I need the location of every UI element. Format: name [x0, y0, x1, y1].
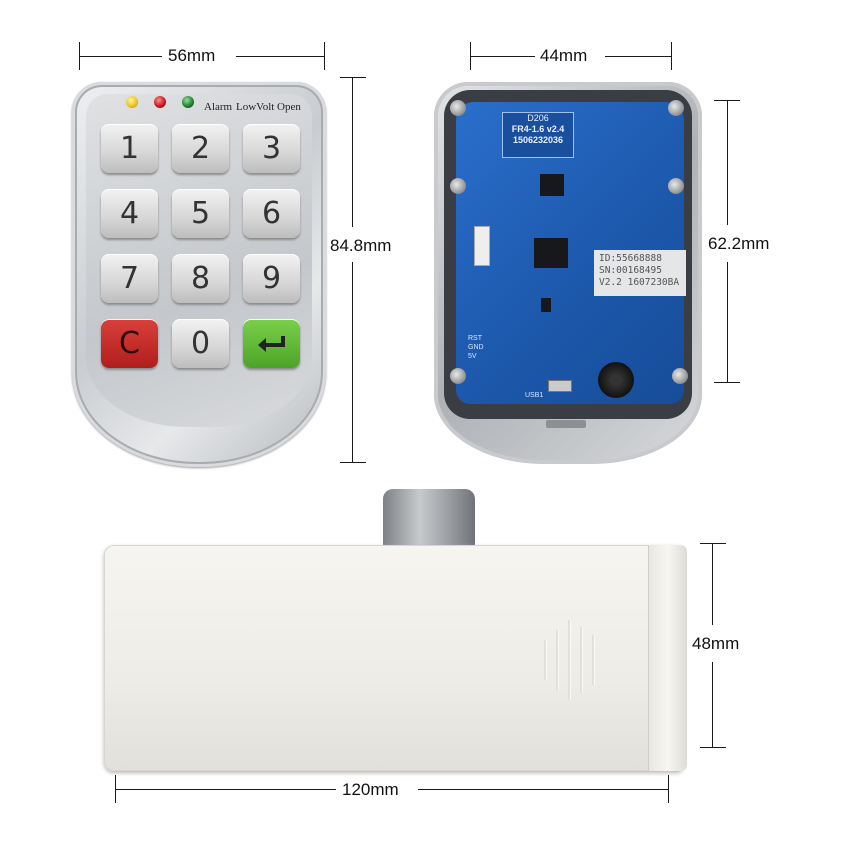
serial-sticker: ID:55668888 SN:00168495 V2.2 1607230BA	[594, 250, 686, 296]
alarm-led	[126, 96, 138, 108]
board-bottom-slot	[546, 420, 586, 428]
keypad-width-label: 56mm	[168, 46, 216, 65]
key-5[interactable]: 5	[172, 189, 229, 238]
lock-width-tick-right	[668, 775, 669, 803]
lock-end-cap	[648, 545, 687, 771]
board-height-label: 62.2mm	[708, 234, 770, 253]
board-model: D206	[527, 113, 549, 123]
keypad-width-line-left	[80, 56, 162, 57]
keypad-height-line-bottom	[352, 262, 353, 462]
keypad-width-tick-left	[79, 42, 80, 70]
lock-width-line-left	[116, 789, 336, 790]
usb-port	[548, 380, 572, 392]
mcu-chip	[534, 238, 568, 268]
body-ridge-3	[568, 620, 570, 700]
screw-top-right	[668, 100, 684, 116]
enter-arrow-icon	[257, 335, 285, 352]
board-height-line-top	[727, 100, 728, 225]
keypad-height-line-top	[352, 77, 353, 227]
lock-width-tick-left	[115, 775, 116, 803]
gnd-pin-label: GND	[468, 344, 484, 351]
screw-bottom-left	[450, 368, 466, 384]
body-ridge-4	[580, 627, 582, 693]
screw-mid-left	[450, 178, 466, 194]
board-width-tick-right	[671, 42, 672, 70]
lock-width-label: 120mm	[342, 780, 399, 799]
body-ridge-1	[544, 640, 546, 680]
lock-body	[104, 545, 682, 771]
body-ridge-2	[556, 630, 558, 690]
open-led	[182, 96, 194, 108]
alarm-label: Alarm	[204, 101, 233, 113]
key-3[interactable]: 3	[243, 124, 300, 173]
keypad-height-tick-top	[340, 77, 366, 78]
transistor	[541, 298, 551, 312]
board-width-tick-left	[470, 42, 471, 70]
lowvolt-label: LowVolt	[236, 101, 275, 113]
keypad-width-line-right	[236, 56, 324, 57]
lock-height-line-bottom	[712, 662, 713, 747]
rst-pin-label: RST	[468, 335, 482, 342]
device-id: ID:55668888	[599, 253, 662, 264]
open-label: Open	[277, 101, 301, 113]
key-2[interactable]: 2	[172, 124, 229, 173]
lock-height-line-top	[712, 543, 713, 625]
key-0[interactable]: 0	[172, 319, 229, 368]
clear-key[interactable]: C	[101, 319, 158, 368]
connector	[474, 226, 490, 266]
lock-bolt	[383, 489, 475, 549]
keypad-height-tick-bottom	[340, 462, 366, 463]
lock-width-line-right	[418, 789, 668, 790]
board-width-line-left	[471, 56, 535, 57]
board-material: FR4-1.6 v2.4	[511, 124, 565, 134]
board-height-tick-bottom	[714, 382, 740, 383]
key-6[interactable]: 6	[243, 189, 300, 238]
body-ridge-5	[592, 635, 594, 685]
board-height-tick-top	[714, 100, 740, 101]
firmware-version: V2.2 1607230BA	[599, 277, 680, 288]
lock-height-label: 48mm	[692, 634, 740, 653]
screw-bottom-right	[672, 368, 688, 384]
lock-height-tick-bottom	[700, 747, 726, 748]
key-9[interactable]: 9	[243, 254, 300, 303]
lock-height-tick-top	[700, 543, 726, 544]
key-7[interactable]: 7	[101, 254, 158, 303]
screw-top-left	[450, 100, 466, 116]
board-width-label: 44mm	[540, 46, 588, 65]
serial-number: SN:00168495	[599, 265, 662, 276]
driver-chip	[540, 174, 564, 196]
board-date-code: 1506232036	[512, 135, 564, 145]
key-4[interactable]: 4	[101, 189, 158, 238]
keypad-width-tick-right	[324, 42, 325, 70]
buzzer	[598, 362, 634, 398]
usb-label: USB1	[525, 392, 544, 399]
key-1[interactable]: 1	[101, 124, 158, 173]
screw-mid-right	[668, 178, 684, 194]
enter-key[interactable]	[243, 319, 300, 368]
board-width-line-right	[605, 56, 671, 57]
keypad-height-label: 84.8mm	[330, 236, 392, 255]
board-height-line-bottom	[727, 262, 728, 382]
lowvolt-led	[154, 96, 166, 108]
embossed-text-1	[184, 573, 189, 589]
board-silkscreen-box: D206 FR4-1.6 v2.4 1506232036	[502, 112, 574, 158]
5v-pin-label: 5V	[468, 353, 477, 360]
key-8[interactable]: 8	[172, 254, 229, 303]
